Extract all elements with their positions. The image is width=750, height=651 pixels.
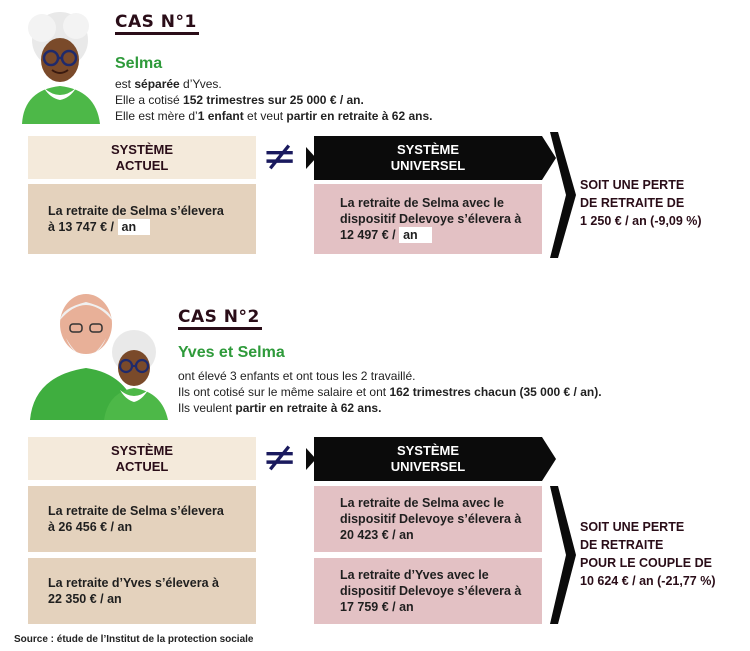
case1-current-pension-box: La retraite de Selma s’élevera à 13 747 … [28, 184, 256, 254]
case1-desc-line-3: Elle est mère d’1 enfant et veut partir … [115, 109, 433, 123]
case1-arrow-tail-icon [306, 147, 316, 169]
case1-desc-line-1: est séparée d’Yves. [115, 77, 222, 91]
case1-illustration [14, 6, 106, 124]
case1-bracket-icon [550, 132, 576, 258]
case2-desc-line-2: Ils ont cotisé sur le même salaire et on… [178, 385, 602, 399]
case2-person-names: Yves et Selma [178, 344, 285, 361]
case2-desc-line-1: ont élevé 3 enfants et ont tous les 2 tr… [178, 369, 416, 383]
case1-desc-line-2: Elle a cotisé 152 trimestres sur 25 000 … [115, 93, 364, 107]
case2-arrow-tip-icon [542, 437, 556, 481]
case1-person-name: Selma [115, 55, 163, 72]
case1-arrow-tip-icon [542, 136, 556, 180]
case2-title: CAS N°2 [178, 307, 262, 330]
case2-bracket-icon [550, 486, 576, 624]
source-note: Source : étude de l’Institut de la prote… [14, 634, 254, 645]
case2-result: SOIT UNE PERTE DE RETRAITE POUR LE COUPL… [580, 520, 716, 588]
case2-arrow-tail-icon [306, 448, 316, 470]
case1-universal-pension-box: La retraite de Selma avec le dispositif … [314, 184, 542, 254]
case1-result: SOIT UNE PERTE DE RETRAITE DE 1 250 € / … [580, 178, 702, 228]
case2-illustration [30, 290, 180, 420]
case1-not-equal-icon: ≠ [262, 131, 298, 180]
case2-description: ont élevé 3 enfants et ont tous les 2 tr… [178, 368, 658, 416]
case1-description: est séparée d’Yves. Elle a cotisé 152 tr… [115, 76, 535, 124]
case2-desc-line-3: Ils veulent partir en retraite à 62 ans. [178, 401, 382, 415]
case1-title: CAS N°1 [115, 12, 199, 35]
case2-not-equal-icon: ≠ [262, 432, 298, 481]
